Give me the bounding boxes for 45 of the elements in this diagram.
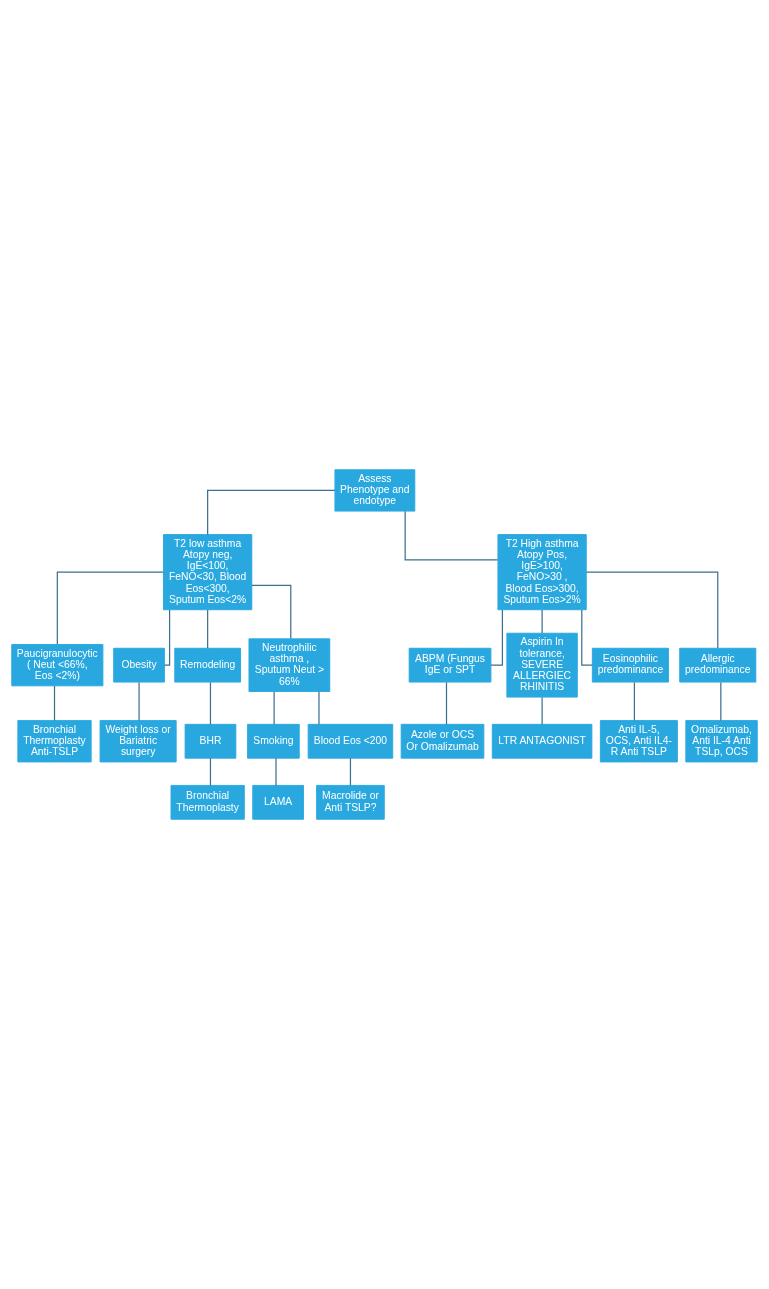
node-box: BHR [184, 723, 237, 759]
connector [207, 489, 336, 535]
connector [585, 571, 719, 649]
node-box: Assess Phenotype and endotype [334, 469, 416, 512]
connector [318, 691, 320, 725]
connector [404, 510, 499, 561]
node-box: Smoking [247, 723, 300, 759]
connector [490, 609, 503, 666]
node-box: Allergic predominance [679, 647, 757, 683]
connector [541, 696, 543, 725]
connector [633, 681, 635, 722]
connector [581, 609, 593, 666]
connector [209, 681, 212, 725]
node-box: Eosinophilic predominance [591, 647, 669, 683]
node-box: Aspirin In tolerance, SEVERE ALLERGIEC RHINITIS [506, 632, 578, 698]
node-box: Azole or OCS Or Omalizumab [400, 723, 485, 759]
node-box: Weight loss or Bariatric surgery [99, 720, 177, 763]
connector [138, 681, 140, 722]
node-box: Anti IL-5, OCS, Anti IL4- R Anti TSLP [599, 720, 678, 763]
connector [209, 757, 212, 786]
connector [541, 609, 543, 634]
node-box: Paucigranulocytic ( Neut <66%, Eos <2%) [11, 644, 104, 687]
connector [251, 584, 292, 640]
connector [163, 609, 171, 666]
node-box: Remodeling [174, 647, 241, 683]
node-box: ABPM (Fungus IgE or SPT [408, 647, 492, 683]
connector [53, 685, 56, 722]
node-box: Bronchial Thermoplasty [170, 784, 245, 820]
connector [273, 691, 275, 725]
node-box: Obesity [113, 647, 165, 683]
node-box: LTR ANTAGONIST [491, 723, 593, 759]
node-box: Omalizumab, Anti IL-4 Anti TSLp, OCS [685, 720, 758, 763]
connector [349, 757, 352, 786]
connector [207, 609, 209, 649]
node-box: Neutrophilic asthma , Sputum Neut > 66% [248, 638, 331, 692]
node-box: Macrolide or Anti TSLP? [316, 784, 385, 820]
node-box: LAMA [252, 784, 304, 820]
node-box: Bronchial Thermoplasty Anti-TSLP [17, 720, 92, 763]
connector [56, 571, 164, 645]
node-box: Blood Eos <200 [307, 723, 394, 759]
connector [720, 681, 722, 722]
connector [445, 681, 448, 725]
node-box: T2 low asthma Atopy neg, IgE<100, FeNO<30, Blood Eos<300, Sputum Eos<2% [163, 534, 253, 611]
node-box: T2 High asthma Atopy Pos, IgE>100, FeNO>30 , Blood Eos>300, Sputum Eos>2% [497, 534, 587, 611]
connector [275, 757, 277, 786]
